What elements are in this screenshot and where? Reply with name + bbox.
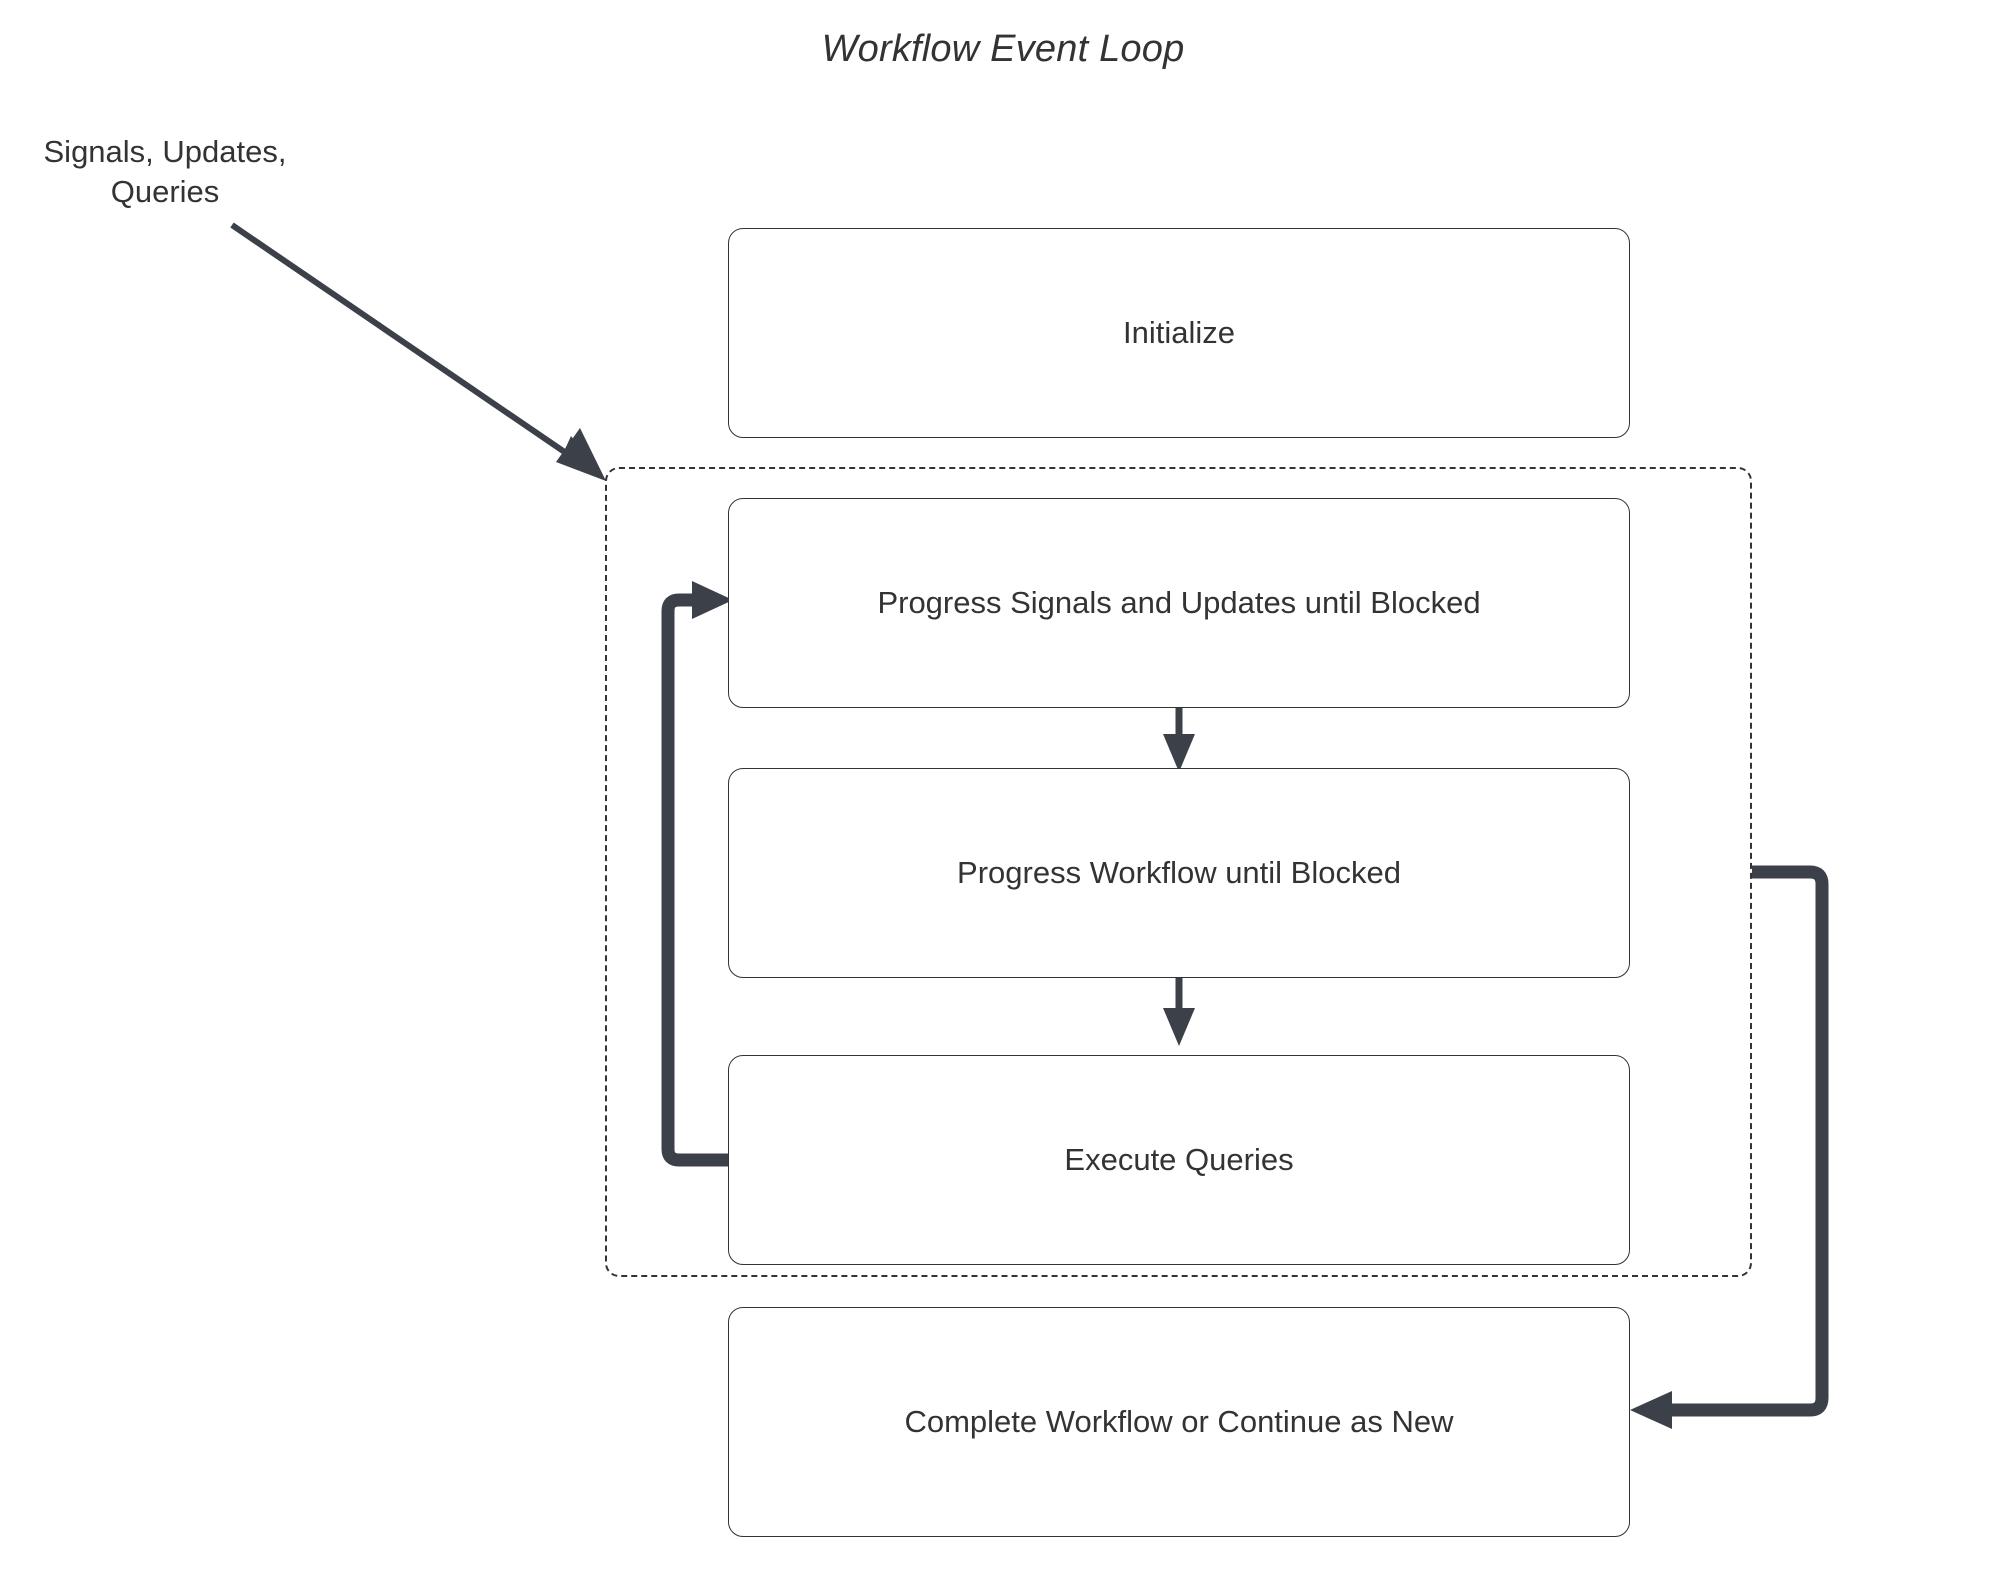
node-progress-workflow-label: Progress Workflow until Blocked [957,855,1401,891]
node-complete-workflow-label: Complete Workflow or Continue as New [904,1404,1454,1440]
edge-signals-to-loop-icon [230,222,606,481]
node-execute-queries[interactable]: Execute Queries [728,1055,1630,1265]
external-input-label-line2: Queries [110,173,220,209]
node-initialize[interactable]: Initialize [728,228,1630,438]
diagram-title: Workflow Event Loop [821,28,1185,70]
node-progress-signals-label: Progress Signals and Updates until Block… [877,585,1481,621]
node-progress-workflow[interactable]: Progress Workflow until Blocked [728,768,1630,978]
external-input-label-line1: Signals, Updates, [43,134,287,169]
node-complete-workflow[interactable]: Complete Workflow or Continue as New [728,1307,1630,1537]
external-input-label: Signals, Updates, Queries [20,132,310,211]
node-progress-signals[interactable]: Progress Signals and Updates until Block… [728,498,1630,708]
node-initialize-label: Initialize [1123,315,1235,351]
event-loop-group-container [605,467,1752,1277]
node-execute-queries-label: Execute Queries [1064,1142,1294,1178]
